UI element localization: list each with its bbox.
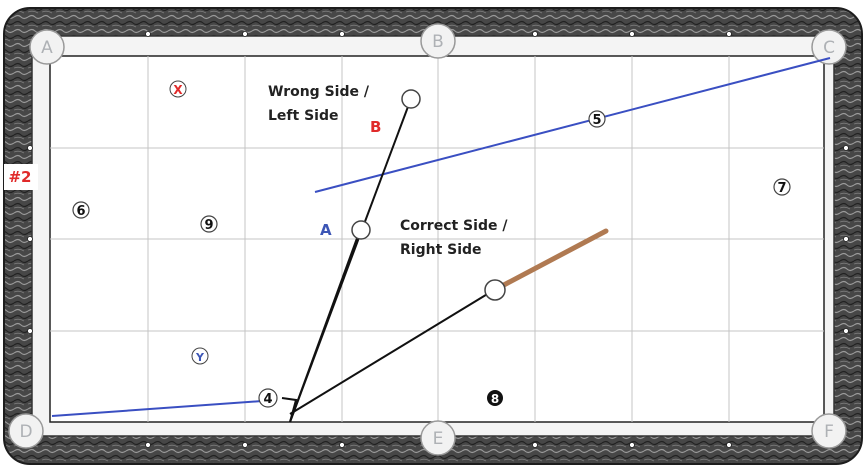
pocket-f: F xyxy=(811,413,847,449)
wrong-side-label-line2: Left Side xyxy=(268,108,338,124)
pocket-b-label: B xyxy=(432,32,444,52)
ball-x-label: X xyxy=(173,83,183,97)
ball-8: 8 xyxy=(487,390,503,406)
ball-7: 7 xyxy=(773,178,791,196)
ball-x: X xyxy=(169,80,187,98)
ball-9: 9 xyxy=(200,215,218,233)
pocket-e-label: E xyxy=(433,429,444,449)
correct-side-label-line2: Right Side xyxy=(400,242,482,258)
pocket-b: B xyxy=(420,23,456,59)
ghost-ball-b xyxy=(401,89,421,109)
ball-4: 4 xyxy=(258,388,278,408)
pocket-d-label: D xyxy=(19,422,32,442)
ball-6-label: 6 xyxy=(76,204,85,219)
point-a-label: A xyxy=(320,221,332,239)
pocket-d: D xyxy=(8,413,44,449)
pocket-f-label: F xyxy=(824,422,834,442)
ball-5-label: 5 xyxy=(592,113,601,128)
aim-line-to-c xyxy=(314,57,831,193)
side-label: #2 xyxy=(8,168,31,186)
wrong-side-label-line1: Wrong Side / xyxy=(268,84,370,100)
pocket-c-label: C xyxy=(823,38,835,58)
cue-ball xyxy=(484,279,506,301)
ball-6: 6 xyxy=(72,201,90,219)
ball-9-label: 9 xyxy=(204,218,213,233)
pocket-e: E xyxy=(420,420,456,456)
aim-line-to-d xyxy=(51,400,263,417)
pocket-a-label: A xyxy=(41,38,53,58)
ball-7-label: 7 xyxy=(777,181,786,196)
side-label-bg xyxy=(4,164,38,190)
ball-8-label: 8 xyxy=(491,392,499,406)
point-b-label: B xyxy=(370,118,381,136)
shot-lines xyxy=(281,103,495,423)
ball-4-label: 4 xyxy=(263,392,272,407)
cue-stick xyxy=(497,228,609,290)
pocket-a: A xyxy=(29,29,65,65)
ball-5: 5 xyxy=(588,110,606,128)
ball-y: Y xyxy=(191,347,209,365)
diamond-sights xyxy=(27,31,849,448)
pocket-c: C xyxy=(811,29,847,65)
ghost-ball-a xyxy=(351,220,371,240)
correct-side-label-line1: Correct Side / xyxy=(400,218,508,234)
table-grid xyxy=(50,56,824,422)
ball-y-label: Y xyxy=(195,351,205,364)
